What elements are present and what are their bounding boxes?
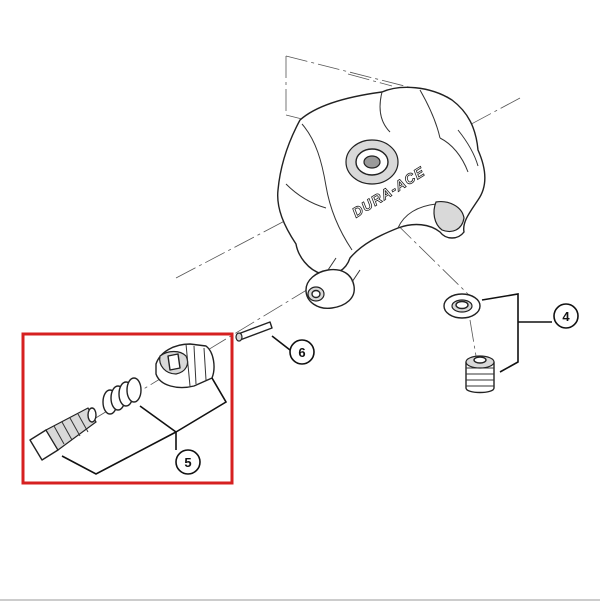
part-5-adjuster-screw: [29, 407, 97, 461]
adjuster-mount: [305, 257, 361, 309]
derailleur-body: DURA-ACE: [277, 86, 486, 276]
highlight-box: [21, 332, 234, 485]
callout-5-leader: [61, 377, 228, 475]
part-5-adjuster-barrel: [155, 343, 215, 389]
part-5-spring: [102, 377, 142, 415]
callout-5: 5: [175, 449, 201, 475]
callout-4-label: 4: [562, 309, 570, 324]
callout-4-leader: [481, 293, 552, 373]
callout-5-label: 5: [184, 455, 191, 470]
part-6-pin: [235, 321, 291, 351]
callout-6: 6: [289, 339, 315, 365]
part-4-washer: [443, 293, 481, 319]
callout-6-label: 6: [298, 345, 305, 360]
part-4-bolt: [465, 355, 495, 394]
callout-4: 4: [553, 303, 579, 329]
